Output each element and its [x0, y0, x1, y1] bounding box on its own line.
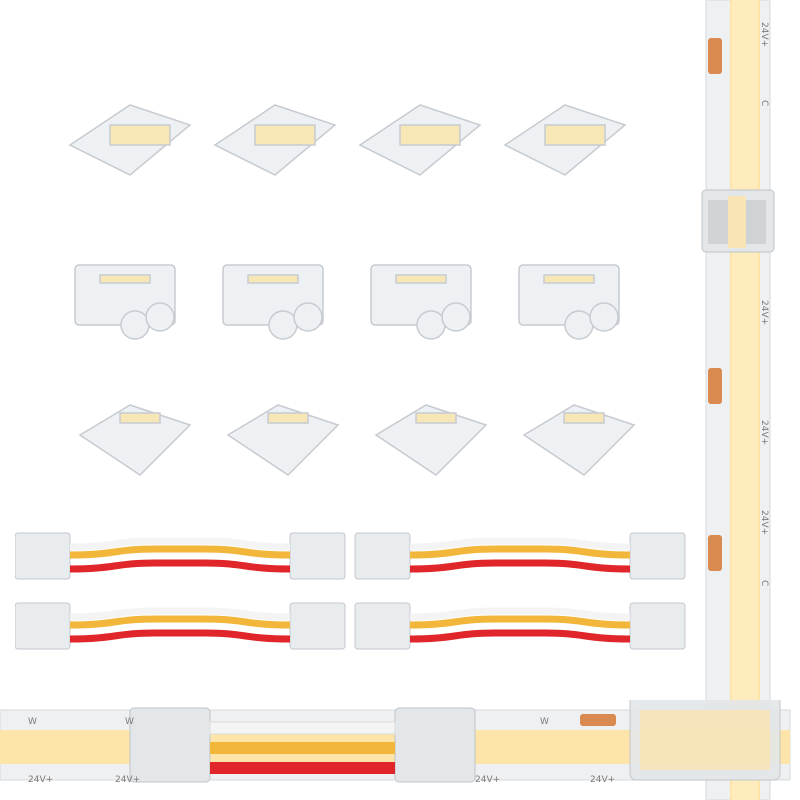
svg-text:C: C: [759, 580, 769, 586]
svg-text:24V+: 24V+: [759, 510, 769, 535]
connector-row-2: [60, 245, 660, 355]
svg-text:24V+: 24V+: [28, 775, 53, 785]
connector-row-3: [70, 385, 660, 495]
svg-text:24V+: 24V+: [759, 420, 769, 445]
vertical-cob-strip: [698, 0, 782, 800]
straight-clip-connector: [522, 404, 636, 476]
svg-text:24V+: 24V+: [590, 775, 615, 785]
l-clip-connector: [68, 104, 192, 176]
svg-text:W: W: [125, 717, 134, 727]
jumper-cable: [355, 603, 685, 649]
jumper-cable: [355, 533, 685, 579]
svg-text:W: W: [28, 717, 37, 727]
strip-voltage-label: 24V+: [759, 22, 769, 47]
vertical-strip-markings: 24V+ C 24V+ 24V+ 24V+ C: [752, 0, 772, 800]
horizontal-cob-strip: [0, 700, 800, 790]
l-clip-connector: [358, 104, 482, 176]
svg-text:24V+: 24V+: [115, 775, 140, 785]
jumper-cables: [15, 525, 695, 665]
straight-clip-connector: [78, 404, 192, 476]
svg-text:W: W: [540, 717, 549, 727]
jumper-cable: [15, 533, 345, 579]
l-clip-connector: [213, 104, 337, 176]
straight-clip-connector: [226, 404, 340, 476]
straight-clip-connector: [374, 404, 488, 476]
strip-to-wire-clip: [222, 264, 324, 340]
svg-text:24V+: 24V+: [475, 775, 500, 785]
svg-text:24V+: 24V+: [759, 300, 769, 325]
strip-cool-label: C: [759, 100, 769, 106]
horizontal-strip-markings: W W W 24V+ 24V+ 24V+ 24V+: [0, 708, 620, 788]
l-clip-connector: [503, 104, 627, 176]
jumper-cable: [15, 603, 345, 649]
connector-row-1: [60, 85, 660, 205]
strip-to-wire-clip: [370, 264, 472, 340]
strip-to-wire-clip: [518, 264, 620, 340]
strip-to-wire-clip: [74, 264, 176, 340]
